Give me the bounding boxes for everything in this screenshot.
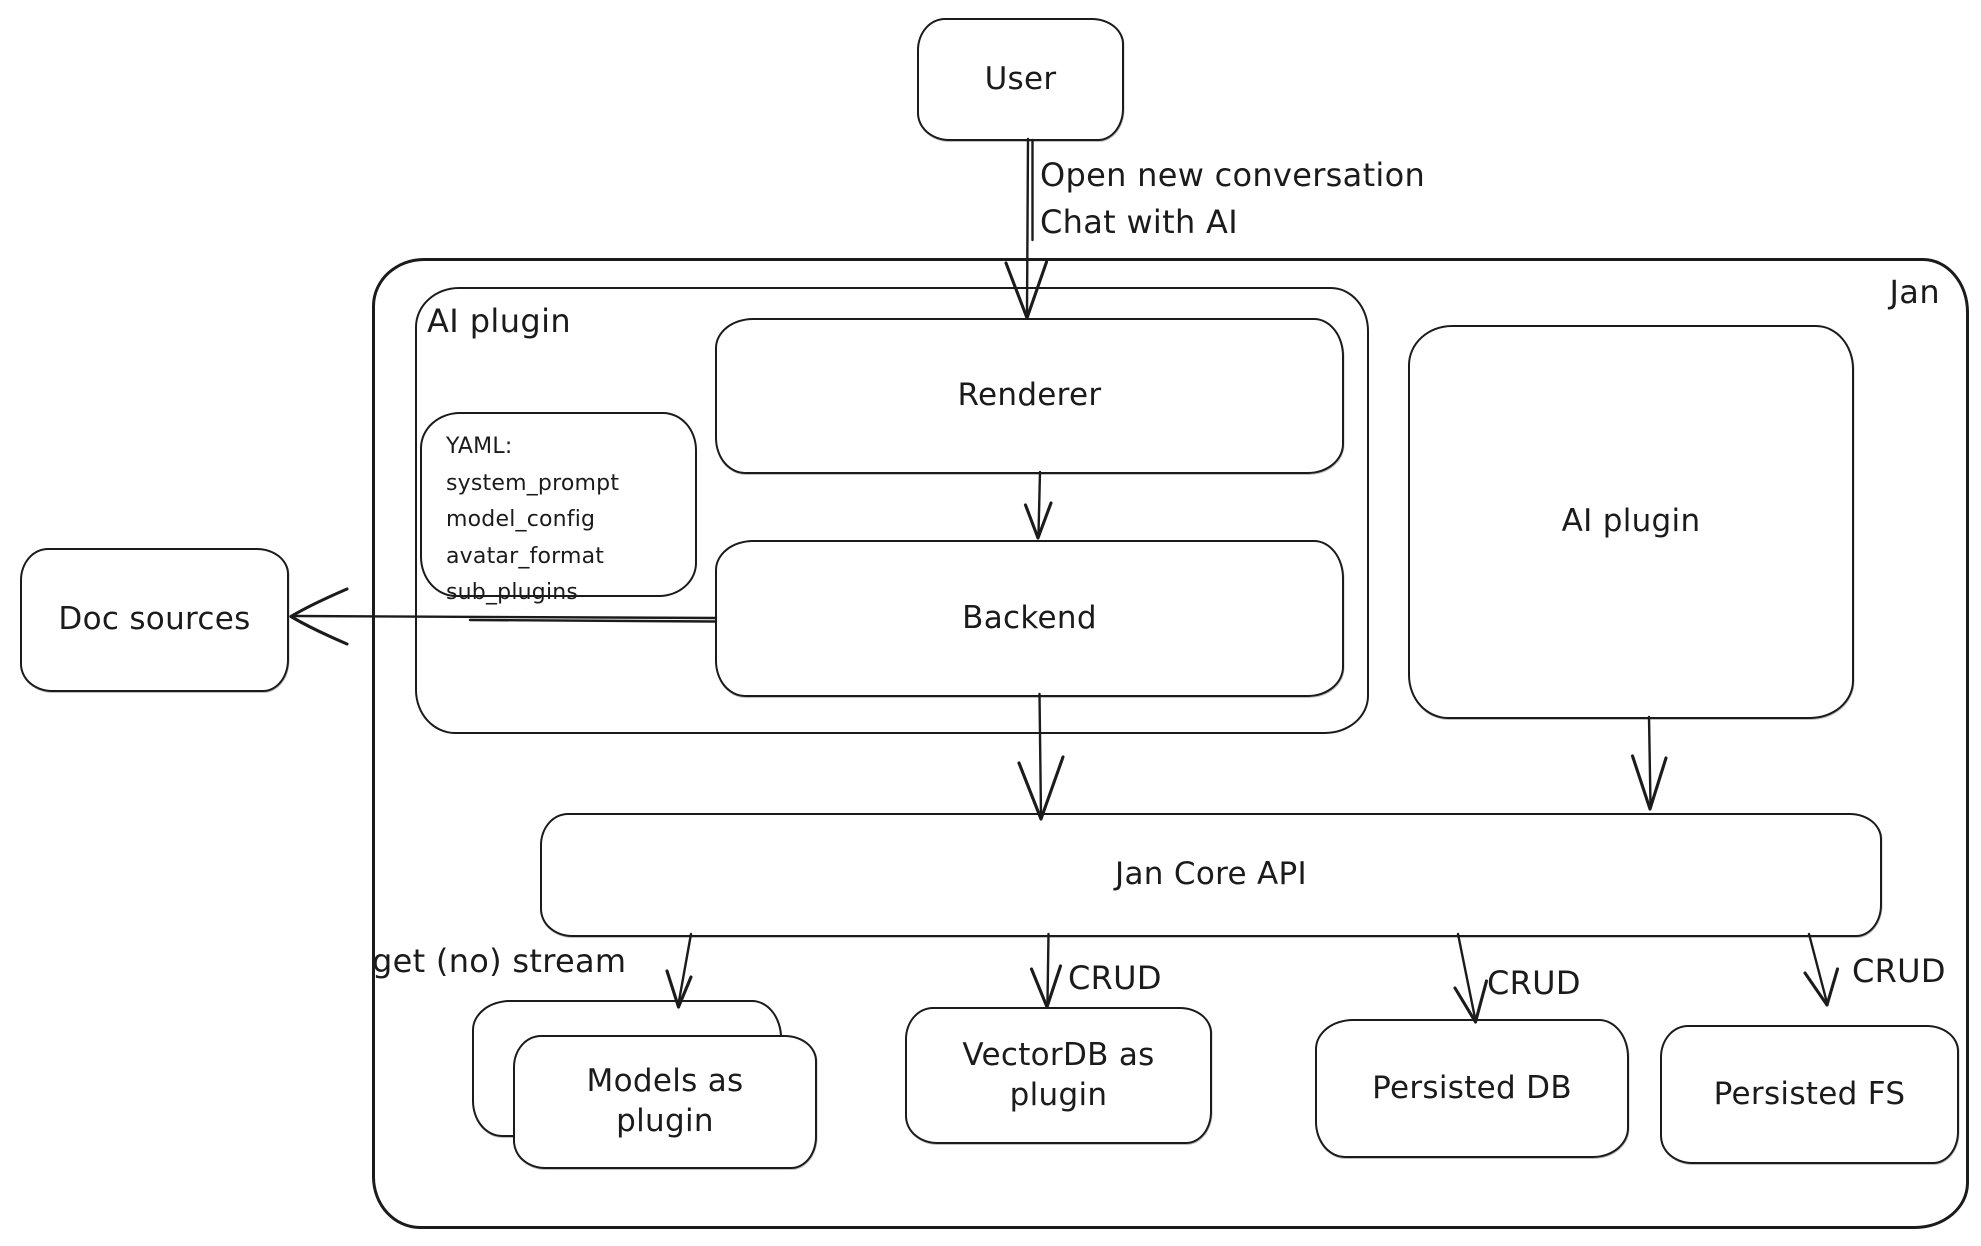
persisted-db-label: Persisted DB [1372, 1069, 1572, 1106]
doc-sources-node: Doc sources [20, 548, 289, 692]
jan-container: Jan [372, 258, 1969, 1229]
yaml-note: YAML: system_prompt model_config avatar_… [420, 412, 697, 605]
arrow-head [289, 587, 349, 646]
persisted-fs-label: Persisted FS [1713, 1075, 1906, 1112]
ai-plugin-group-label: AI plugin [427, 302, 572, 340]
backend-label: Backend [962, 599, 1097, 636]
edge-label-user-flow: Open new conversation Chat with AI [1040, 156, 1426, 242]
renderer-node: Renderer [715, 318, 1344, 474]
edge-label-crud-vectordb: CRUD [1068, 959, 1162, 997]
ai-plugin-group: AI plugin [415, 287, 1369, 734]
jan-core-api-node: Jan Core API [540, 813, 1882, 937]
yaml-note-line: model_config [446, 507, 596, 533]
vectordb-plugin-node: VectorDB as plugin [905, 1007, 1212, 1144]
backend-node: Backend [715, 540, 1344, 697]
yaml-note-line: avatar_format [446, 543, 605, 569]
yaml-note-line: system_prompt [446, 470, 620, 496]
user-node: User [917, 18, 1124, 141]
ai-plugin-label: AI plugin [1561, 503, 1701, 540]
models-plugin-node: Models as plugin [513, 1035, 817, 1169]
user-label: User [984, 60, 1057, 97]
persisted-db-node: Persisted DB [1315, 1019, 1629, 1158]
doc-sources-label: Doc sources [58, 601, 251, 638]
edge-label-crud-persisted-fs: CRUD [1852, 952, 1946, 990]
ai-plugin-node: AI plugin [1408, 325, 1854, 719]
vectordb-plugin-label: VectorDB as plugin [962, 1036, 1155, 1113]
edge-label-get-no-stream: get (no) stream [372, 942, 627, 980]
edge-label-crud-persisted-db: CRUD [1487, 964, 1581, 1002]
jan-core-api-label: Jan Core API [1115, 856, 1307, 893]
models-plugin-label: Models as plugin [586, 1063, 744, 1139]
jan-label: Jan [1889, 273, 1940, 311]
yaml-note-line: YAML: [446, 434, 513, 459]
persisted-fs-node: Persisted FS [1660, 1025, 1959, 1164]
renderer-label: Renderer [957, 377, 1102, 414]
yaml-note-line: sub_plugins [446, 580, 579, 606]
